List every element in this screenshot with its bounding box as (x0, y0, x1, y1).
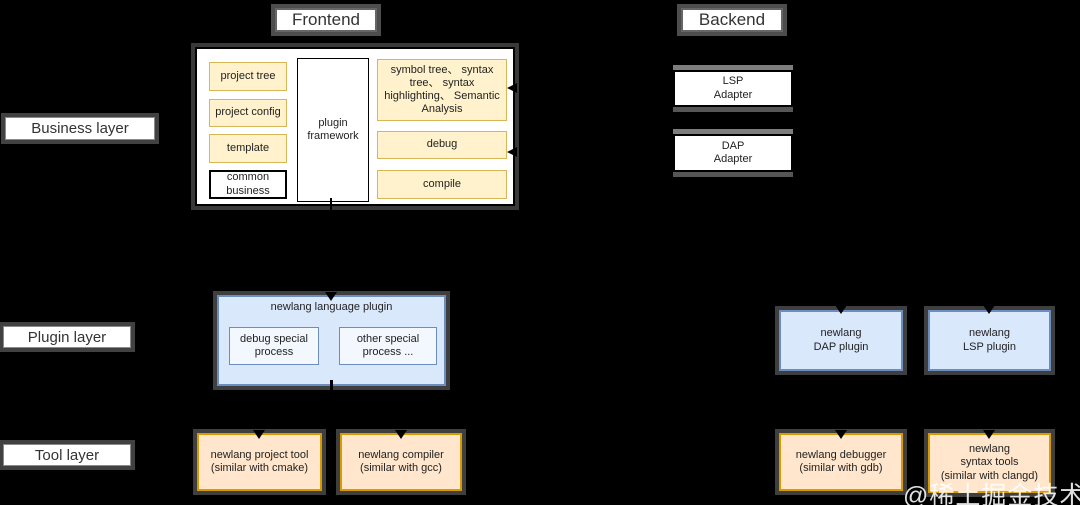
newlang-compiler-box: newlang compiler (similar with gcc) (340, 433, 462, 491)
newlang-syntax-tools-box: newlang syntax tools (similar with clang… (928, 433, 1051, 493)
connector-plugin-framework-down (330, 198, 332, 212)
language-plugin-title: newlang language plugin (270, 301, 393, 313)
newlang-language-plugin-box: newlang language plugin debug special pr… (217, 295, 446, 386)
frontend-business-box: project tree project config template com… (195, 47, 515, 206)
tool-layer-label: Tool layer (3, 444, 131, 466)
lsp-adapter-box: LSP Adapter (673, 70, 793, 107)
connector-arrow-into-syntax-tools (983, 430, 995, 439)
plugin-layer-label: Plugin layer (3, 326, 131, 348)
connector-arrow-lsp-to-frontend (507, 83, 517, 93)
business-layer-label: Business layer (5, 117, 155, 140)
symbol-tree-features-box: symbol tree、 syntax tree、 syntax highlig… (377, 59, 507, 121)
watermark: @稀土掘金技术社区 (903, 482, 1080, 505)
connector-arrow-into-debugger (835, 430, 847, 439)
common-business-box: common business (209, 170, 287, 199)
debug-box: debug (377, 131, 507, 159)
connector-arrow-into-language-plugin (325, 292, 337, 301)
project-config-box: project config (209, 99, 287, 127)
template-box: template (209, 134, 287, 163)
project-tree-box: project tree (209, 62, 287, 91)
backend-title: Backend (681, 8, 783, 32)
newlang-dap-plugin-box: newlang DAP plugin (779, 310, 903, 371)
compile-box: compile (377, 170, 507, 199)
connector-language-plugin-down (330, 380, 333, 396)
newlang-debugger-box: newlang debugger (similar with gdb) (779, 433, 903, 491)
newlang-lsp-plugin-box: newlang LSP plugin (928, 310, 1051, 371)
frontend-title: Frontend (275, 8, 377, 32)
newlang-project-tool-box: newlang project tool (similar with cmake… (197, 433, 322, 491)
connector-arrow-into-dap-plugin (835, 305, 847, 314)
connector-arrow-into-lsp-plugin (983, 305, 995, 314)
debug-special-process-box: debug special process (229, 327, 319, 365)
connector-arrow-into-project-tool (253, 430, 265, 439)
plugin-framework-box: plugin framework (297, 58, 369, 202)
connector-arrow-into-compiler (395, 430, 407, 439)
connector-arrow-dap-to-frontend (507, 147, 517, 157)
other-special-process-box: other special process ... (339, 327, 437, 365)
dap-adapter-box: DAP Adapter (673, 134, 793, 172)
